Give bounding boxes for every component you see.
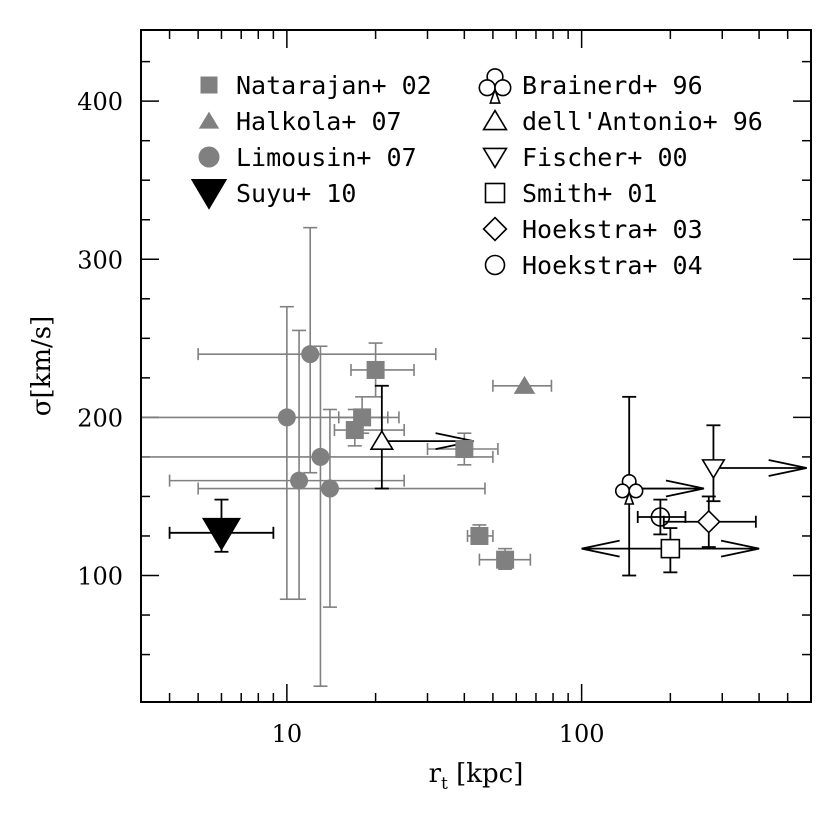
square-marker — [345, 421, 364, 440]
circle-marker — [290, 471, 309, 490]
triangle-down-marker — [190, 179, 228, 210]
legend-label: Hoekstra+ 04 — [522, 251, 703, 280]
legend-label: Smith+ 01 — [522, 179, 657, 208]
club-marker — [478, 68, 512, 104]
x-tick-label: 100 — [559, 720, 605, 748]
legend-label: Natarajan+ 02 — [236, 71, 432, 100]
plot-frame — [140, 29, 812, 703]
club-lobe — [478, 79, 496, 97]
x-tick-label: 10 — [272, 720, 303, 748]
x-axis-label-main: r — [429, 759, 442, 789]
legend-label: Brainerd+ 96 — [522, 71, 703, 100]
club-stem — [624, 490, 635, 505]
limit-arrowhead — [581, 539, 620, 558]
triangle-down-marker — [482, 147, 508, 170]
limit-arrowhead — [720, 539, 760, 558]
club-marker — [614, 473, 644, 505]
circle-marker — [320, 479, 339, 498]
square-marker — [200, 76, 218, 94]
circle-marker — [311, 447, 330, 466]
triangle-up-marker — [513, 375, 536, 394]
x-axis-label: rt [kpc] — [429, 759, 524, 794]
club-lobe — [628, 483, 644, 499]
triangle-up-marker — [369, 429, 395, 451]
limit-arrowhead — [665, 479, 705, 498]
diamond-marker — [482, 216, 508, 242]
error-bars — [140, 226, 807, 687]
y-tick-label: 400 — [77, 88, 123, 116]
square-marker — [484, 182, 506, 204]
club-lobe — [614, 483, 630, 499]
y-tick-label: 300 — [77, 246, 123, 274]
triangle-down-marker — [201, 517, 241, 551]
y-tick-label: 100 — [77, 563, 123, 591]
legend-label: dell'Antonio+ 96 — [522, 107, 763, 136]
square-marker — [455, 440, 474, 459]
x-axis-label-units: [kpc] — [448, 759, 524, 789]
square-marker — [660, 538, 681, 559]
triangle-up-marker — [482, 108, 508, 131]
circle-marker — [484, 254, 506, 276]
square-marker — [496, 550, 515, 569]
y-tick-label: 200 — [77, 404, 123, 432]
diamond-marker — [696, 509, 721, 534]
legend-label: Hoekstra+ 03 — [522, 215, 703, 244]
square-marker — [366, 360, 385, 379]
circle-marker — [301, 345, 320, 364]
data-markers — [201, 345, 726, 569]
limit-arrowhead — [435, 432, 474, 450]
circle-marker — [650, 507, 671, 527]
circle-marker — [277, 408, 296, 427]
limit-arrowhead — [768, 459, 807, 477]
club-stem — [489, 87, 501, 104]
legend: Natarajan+ 02 Halkola+ 07 Limousin+ 07 Suyu… — [190, 68, 763, 280]
circle-marker — [198, 146, 220, 168]
axis-ticks: 10 100 100 200 300 400 — [77, 30, 812, 748]
x-axis-label-subscript: t — [441, 774, 448, 794]
y-axis-label: σ[km/s] — [27, 316, 57, 417]
legend-label: Halkola+ 07 — [236, 107, 402, 136]
square-marker — [470, 526, 489, 545]
legend-label: Fischer+ 00 — [522, 143, 688, 172]
triangle-up-marker — [198, 111, 220, 129]
legend-label: Suyu+ 10 — [236, 179, 356, 208]
triangle-down-marker — [701, 459, 726, 480]
legend-label: Limousin+ 07 — [236, 143, 417, 172]
club-lobe — [494, 79, 512, 97]
